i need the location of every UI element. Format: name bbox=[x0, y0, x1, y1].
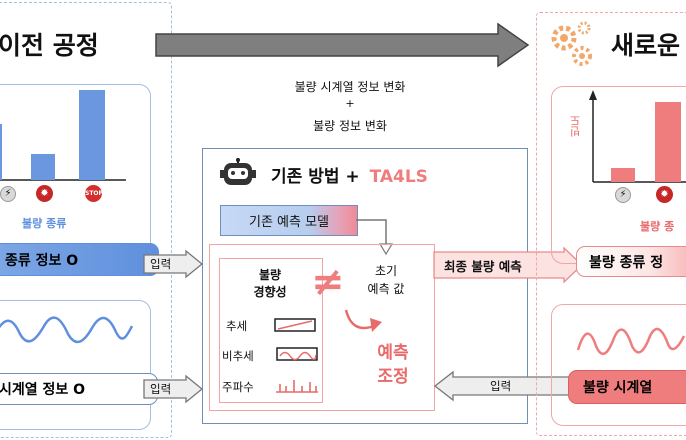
previous-time-series-wave bbox=[0, 316, 134, 344]
chart-bar bbox=[31, 154, 55, 180]
defect-info-label: 종류 정보 O bbox=[5, 252, 79, 269]
previous-defect-bar-chart bbox=[0, 90, 126, 181]
series-info-label: 시계열 정보 O bbox=[0, 382, 86, 398]
chart-bar bbox=[655, 102, 681, 182]
new-series-card bbox=[551, 304, 686, 426]
method-heading-accent: TA4LS bbox=[369, 167, 428, 187]
process-change-arrow bbox=[155, 22, 530, 68]
defect-series-pill: 불량 시계열 bbox=[568, 370, 686, 404]
method-heading: 기존 방법 + TA4LS bbox=[271, 162, 428, 187]
existing-model-label: 기존 예측 모델 bbox=[248, 215, 330, 230]
previous-process-title: 이전 공정 bbox=[0, 31, 99, 60]
chart-bar bbox=[0, 124, 2, 180]
fire-icon: ✹ bbox=[36, 185, 53, 202]
defect-trend-box bbox=[219, 258, 323, 403]
robot-icon bbox=[220, 158, 256, 188]
bolt-icon: ⚡ bbox=[615, 187, 631, 203]
defect-type-caption: 불량 종류 bbox=[22, 217, 67, 230]
gear-icon bbox=[548, 18, 598, 72]
input-arrow-right bbox=[433, 370, 574, 402]
new-process-panel bbox=[536, 12, 686, 436]
time-series-card bbox=[0, 300, 151, 430]
initial-prediction-1: 초기 bbox=[374, 264, 398, 278]
trend-title-1: 불량 bbox=[258, 268, 282, 282]
initial-prediction-2: 예측 값 bbox=[367, 282, 405, 296]
new-process-title: 새로운 bbox=[611, 31, 681, 60]
defect-type-info-pill: 불량 종류 정 bbox=[576, 246, 686, 277]
stop-icon: STOP bbox=[85, 185, 103, 202]
final-prediction-label: 최종 불량 예측 bbox=[444, 259, 522, 274]
frequency-glyph bbox=[276, 380, 318, 393]
trend-item: 추세 bbox=[226, 319, 248, 333]
input-arrow-top bbox=[143, 249, 204, 279]
series-change-text: 불량 시계열 정보 변화 bbox=[294, 80, 406, 94]
chart-bar bbox=[79, 90, 105, 180]
defect-type-info-label: 불량 종류 정 bbox=[589, 254, 664, 271]
non-trend-glyph bbox=[276, 347, 318, 361]
new-defect-bar-chart bbox=[589, 90, 686, 183]
final-prediction-arrow bbox=[433, 246, 583, 284]
new-time-series-wave bbox=[576, 327, 686, 356]
input-label-top: 입력 bbox=[150, 257, 172, 271]
not-equal-symbol: ≠ bbox=[311, 259, 345, 305]
frequency-item: 주파수 bbox=[222, 380, 254, 394]
adjust-text-1: 예측 bbox=[377, 343, 409, 363]
existing-model-box: 기존 예측 모델 bbox=[220, 205, 358, 236]
input-label-right: 입력 bbox=[490, 379, 512, 393]
new-defect-caption: 불량 종 bbox=[640, 220, 675, 233]
trend-glyph bbox=[274, 318, 316, 332]
trend-title-2: 경향성 bbox=[253, 285, 287, 299]
method-heading-text: 기존 방법 + bbox=[271, 167, 360, 187]
bolt-icon: ⚡ bbox=[0, 186, 16, 202]
defect-info-pill: 종류 정보 O bbox=[0, 243, 159, 276]
adjust-curve-arrow bbox=[344, 309, 382, 332]
chart-bar bbox=[611, 168, 635, 182]
series-info-pill: 시계열 정보 O bbox=[0, 373, 158, 405]
input-label-bottom: 입력 bbox=[150, 382, 172, 396]
prediction-adjust-box bbox=[209, 244, 435, 411]
fire-icon: ✹ bbox=[656, 186, 673, 203]
defect-series-label: 불량 시계열 bbox=[583, 380, 653, 396]
plus-text: + bbox=[345, 97, 355, 110]
previous-process-panel bbox=[0, 2, 172, 438]
defect-change-text: 불량 정보 변화 bbox=[313, 119, 387, 133]
non-trend-item: 비추세 bbox=[222, 349, 254, 363]
input-arrow-bottom bbox=[143, 374, 204, 404]
adjust-text-2: 조정 bbox=[377, 367, 409, 387]
